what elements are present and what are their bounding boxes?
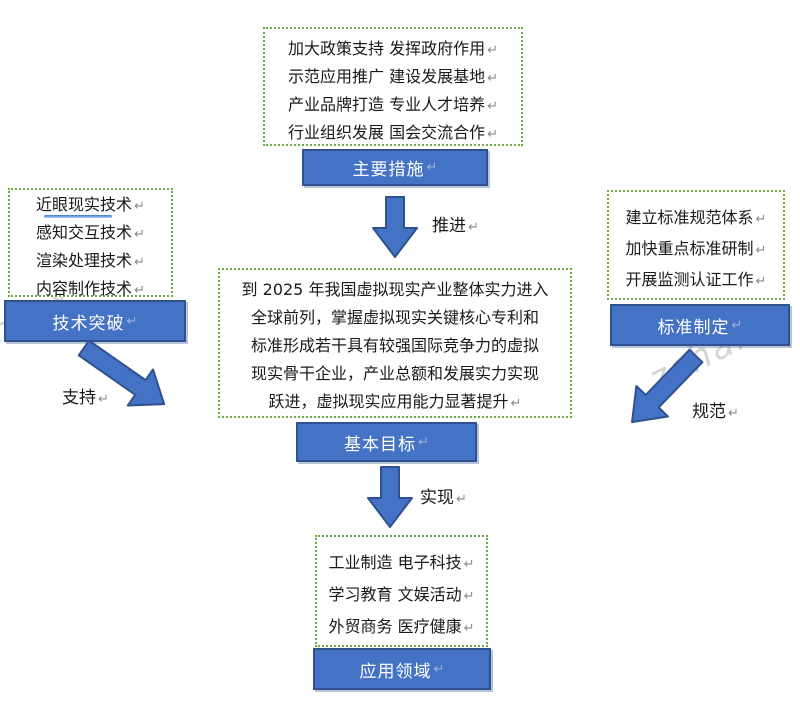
return-mark: ↵: [456, 492, 467, 507]
return-mark: ↵: [510, 396, 522, 411]
spellcheck-underline: [44, 215, 112, 218]
return-mark: ↵: [468, 220, 479, 235]
return-mark: ↵: [463, 557, 475, 572]
box-text-line: 工业制造 电子科技↵: [328, 553, 475, 572]
goal-label-bar: 基本目标↵: [296, 422, 477, 462]
return-mark: ↵: [487, 127, 498, 142]
return-mark: ↵: [134, 255, 145, 270]
technology-label: 技术突破: [52, 313, 125, 334]
measures-label: 主要措施: [352, 160, 425, 180]
standards-label: 标准制定: [657, 317, 730, 338]
box-text-line: 产业品牌打造 专业人才培养↵: [288, 95, 498, 114]
technology-label-bar: 技术突破↵: [4, 300, 186, 342]
realize-label: 实现↵: [420, 488, 467, 508]
measures-label-bar: 主要措施↵: [302, 149, 488, 186]
return-mark: ↵: [98, 392, 109, 407]
standards-box: 建立标准规范体系↵ 加快重点标准研制↵ 开展监测认证工作↵: [607, 190, 785, 300]
return-mark: ↵: [134, 227, 145, 242]
support-label: 支持↵: [62, 388, 109, 408]
goal-label: 基本目标: [344, 434, 417, 455]
measures-box: 加大政策支持 发挥政府作用↵ 示范应用推广 建设发展基地↵ 产业品牌打造 专业人才培…: [263, 27, 523, 146]
diagonal-arrow-regulate: [615, 339, 713, 439]
box-text-line: 内容制作技术↵: [36, 279, 145, 298]
box-text-line: 加快重点标准研制↵: [625, 239, 767, 258]
box-text-line: 行业组织发展 国会交流合作↵: [288, 123, 498, 142]
return-mark: ↵: [433, 661, 445, 677]
box-text-line: 外贸商务 医疗健康↵: [328, 617, 475, 636]
return-mark: ↵: [418, 434, 429, 450]
technology-box: 近眼现实技术↵ 感知交互技术↵ 渲染处理技术↵ 内容制作技术↵: [8, 188, 173, 298]
return-mark: ↵: [134, 283, 145, 298]
box-text-line: 近眼现实技术↵: [36, 195, 145, 214]
return-mark: ↵: [487, 71, 498, 86]
box-text-line: 渲染处理技术↵: [36, 251, 145, 270]
standards-label-bar: 标准制定↵: [610, 304, 790, 346]
return-mark: ↵: [728, 406, 739, 421]
box-text-line: 建立标准规范体系↵: [625, 208, 767, 227]
return-mark: ↵: [426, 160, 438, 175]
diagonal-arrow-support: [70, 328, 178, 423]
box-text-line: 到 2025 年我国虚拟现实产业整体实力进入: [241, 280, 549, 299]
down-arrow-promote: [372, 196, 418, 258]
applications-label-bar: 应用领域↵: [313, 648, 491, 690]
return-mark: ↵: [487, 43, 498, 58]
return-mark: ↵: [755, 243, 767, 258]
applications-label: 应用领域: [359, 661, 432, 682]
box-text-line: 感知交互技术↵: [36, 223, 145, 242]
return-mark: ↵: [755, 274, 767, 289]
return-mark: ↵: [755, 212, 767, 227]
promote-label: 推进↵: [432, 216, 479, 236]
return-mark: ↵: [463, 621, 475, 636]
return-mark: ↵: [463, 589, 475, 604]
return-mark: ↵: [731, 317, 743, 333]
box-text-line: 现实骨干企业，产业总额和发展实力实现: [250, 364, 539, 383]
return-mark: ↵: [126, 313, 138, 329]
applications-box: 工业制造 电子科技↵ 学习教育 文娱活动↵ 外贸商务 医疗健康↵: [315, 535, 488, 647]
box-text-line: 标准形成若干具有较强国际竞争力的虚拟: [250, 336, 539, 355]
down-arrow-realize: [367, 466, 413, 528]
regulate-label: 规范↵: [692, 402, 739, 422]
box-text-line: 学习教育 文娱活动↵: [328, 585, 475, 604]
return-mark: ↵: [487, 99, 498, 114]
goal-box: 到 2025 年我国虚拟现实产业整体实力进入全球前列，掌握虚拟现实关键核心专利和…: [218, 268, 572, 418]
return-mark: ↵: [134, 199, 145, 214]
box-text-line: 开展监测认证工作↵: [625, 270, 767, 289]
box-text-line: 示范应用推广 建设发展基地↵: [288, 67, 498, 86]
box-text-line: 跃进，虚拟现实应用能力显著提升↵: [268, 392, 522, 411]
box-text-line: 加大政策支持 发挥政府作用↵: [288, 39, 498, 58]
box-text-line: 全球前列，掌握虚拟现实关键核心专利和: [250, 308, 539, 327]
